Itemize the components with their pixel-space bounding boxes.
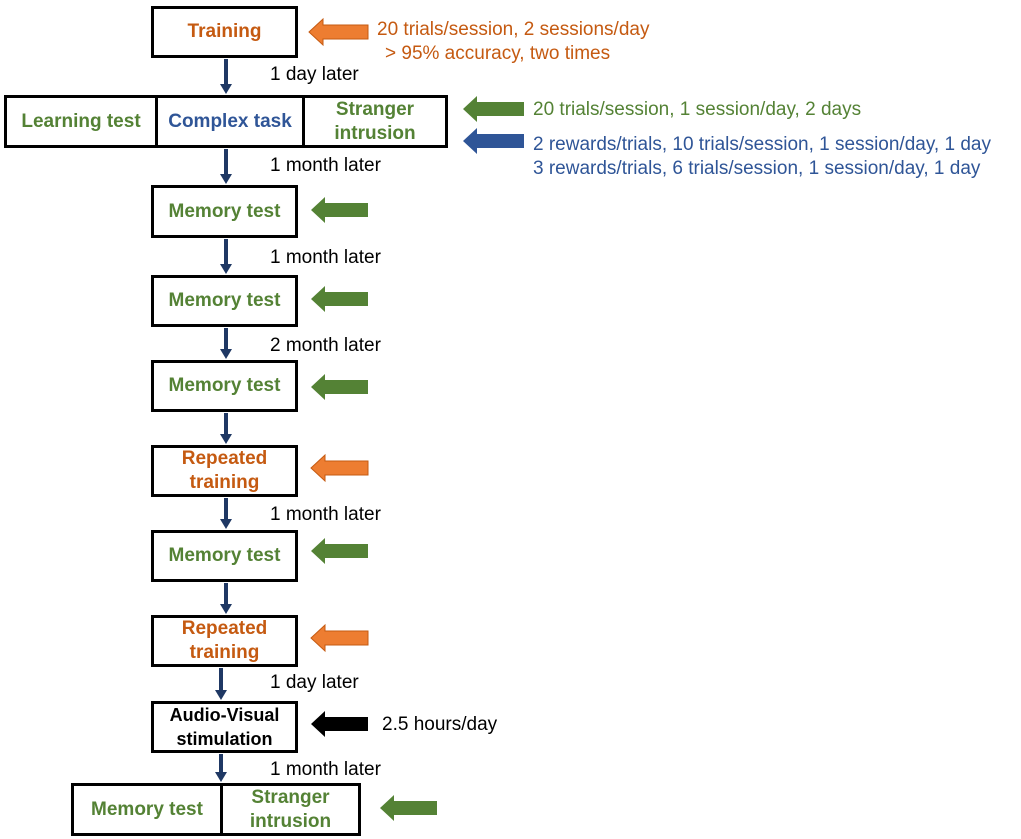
left-arrow-icon bbox=[310, 453, 369, 483]
learning-test-note: 20 trials/session, 1 session/day, 2 days bbox=[533, 99, 862, 120]
down-arrow-icon bbox=[215, 754, 227, 782]
left-arrow-icon bbox=[311, 711, 368, 737]
stranger-intrusion-cell: Stranger intrusion bbox=[220, 786, 358, 833]
stranger-intrusion-cell: Stranger intrusion bbox=[302, 98, 445, 145]
memory-test-box-3: Memory test bbox=[151, 360, 298, 412]
memory-test-label: Memory test bbox=[168, 545, 281, 566]
phase-two-box: Learning test Complex task Stranger intr… bbox=[4, 95, 448, 148]
training-note-line2: > 95% accuracy, two times bbox=[385, 43, 611, 64]
left-arrow-icon bbox=[308, 17, 369, 47]
av-stimulation-note: 2.5 hours/day bbox=[382, 714, 498, 735]
interval-label: 1 month later bbox=[270, 155, 381, 176]
complex-task-cell: Complex task bbox=[155, 98, 302, 145]
left-arrow-icon bbox=[311, 197, 368, 223]
complex-task-note-line1: 2 rewards/trials, 10 trials/session, 1 s… bbox=[533, 134, 991, 155]
final-phase-box: Memory test Stranger intrusion bbox=[71, 783, 361, 836]
left-arrow-icon bbox=[311, 538, 368, 564]
learning-test-label: Learning test bbox=[21, 110, 141, 132]
down-arrow-icon bbox=[220, 59, 232, 94]
down-arrow-icon bbox=[220, 328, 232, 359]
interval-label: 1 month later bbox=[270, 504, 381, 525]
stranger-intrusion-label: Stranger intrusion bbox=[334, 98, 416, 144]
down-arrow-icon bbox=[220, 413, 232, 444]
training-box: Training bbox=[151, 6, 298, 58]
training-note-line1: 20 trials/session, 2 sessions/day bbox=[377, 19, 650, 40]
down-arrow-icon bbox=[215, 668, 227, 700]
memory-test-box-1: Memory test bbox=[151, 185, 298, 238]
interval-label: 1 month later bbox=[270, 247, 381, 268]
repeated-training-box-2: Repeated training bbox=[151, 615, 298, 667]
training-label: Training bbox=[187, 21, 262, 42]
left-arrow-icon bbox=[310, 623, 369, 653]
interval-label: 2 month later bbox=[270, 335, 381, 356]
left-arrow-icon bbox=[463, 96, 524, 122]
memory-test-cell: Memory test bbox=[74, 786, 220, 833]
down-arrow-icon bbox=[220, 239, 232, 274]
memory-test-label: Memory test bbox=[168, 200, 281, 222]
down-arrow-icon bbox=[220, 583, 232, 614]
audio-visual-stimulation-label: Audio-Visual stimulation bbox=[169, 705, 280, 749]
left-arrow-icon bbox=[380, 795, 437, 821]
complex-task-label: Complex task bbox=[168, 110, 292, 132]
repeated-training-label: Repeated training bbox=[181, 448, 268, 493]
left-arrow-icon bbox=[311, 286, 368, 312]
left-arrow-icon bbox=[311, 374, 368, 400]
repeated-training-label: Repeated training bbox=[181, 618, 268, 663]
memory-test-box-2: Memory test bbox=[151, 275, 298, 327]
memory-test-label: Memory test bbox=[168, 375, 281, 396]
left-arrow-icon bbox=[463, 128, 524, 154]
down-arrow-icon bbox=[220, 498, 232, 529]
memory-test-label: Memory test bbox=[168, 290, 281, 311]
audio-visual-stimulation-box: Audio-Visual stimulation bbox=[151, 701, 298, 753]
interval-label: 1 month later bbox=[270, 759, 381, 780]
complex-task-note-line2: 3 rewards/trials, 6 trials/session, 1 se… bbox=[533, 158, 981, 179]
down-arrow-icon bbox=[220, 149, 232, 184]
memory-test-box-4: Memory test bbox=[151, 530, 298, 582]
repeated-training-box-1: Repeated training bbox=[151, 445, 298, 497]
learning-test-cell: Learning test bbox=[7, 98, 155, 145]
stranger-intrusion-label: Stranger intrusion bbox=[249, 786, 332, 832]
interval-label: 1 day later bbox=[270, 64, 359, 85]
interval-label: 1 day later bbox=[270, 672, 359, 693]
memory-test-label: Memory test bbox=[91, 798, 203, 820]
